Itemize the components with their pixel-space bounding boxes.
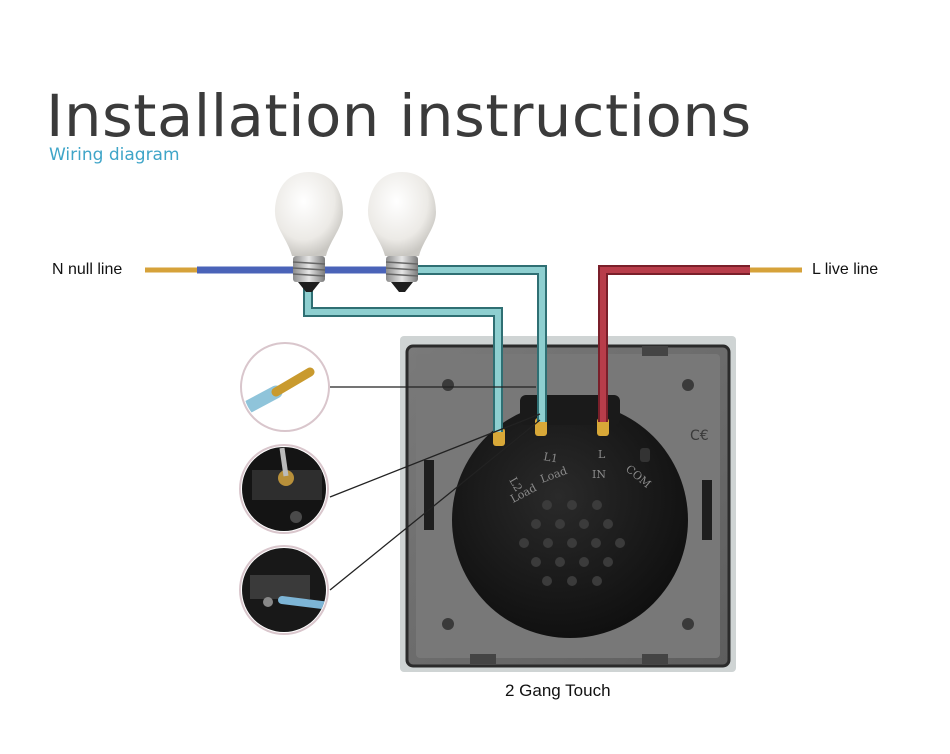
page-subtitle: Wiring diagram: [49, 145, 180, 165]
terminal-screw-icon: [239, 444, 329, 534]
callout-lines: [329, 386, 541, 591]
bulb-icon: [368, 172, 436, 292]
vent-holes: [519, 500, 625, 586]
switch-caption: 2 Gang Touch: [505, 681, 611, 700]
stripped-wire-icon: [240, 342, 330, 432]
live-line-label: L live line: [812, 261, 879, 278]
null-line-label: N null line: [52, 261, 123, 278]
terminal-label-l2: L2: [506, 475, 524, 494]
wires: [145, 265, 802, 432]
page-title: Installation instructions: [46, 82, 752, 150]
wire-insert-icon: [239, 545, 329, 635]
terminal-label-l-in: IN: [592, 468, 606, 481]
bulb-icon: [275, 172, 343, 292]
terminal-label-l: L: [598, 448, 606, 461]
terminal-holes: [493, 418, 650, 462]
svg-text:C€: C€: [690, 428, 709, 444]
terminal-label-l1: L1: [542, 450, 558, 465]
